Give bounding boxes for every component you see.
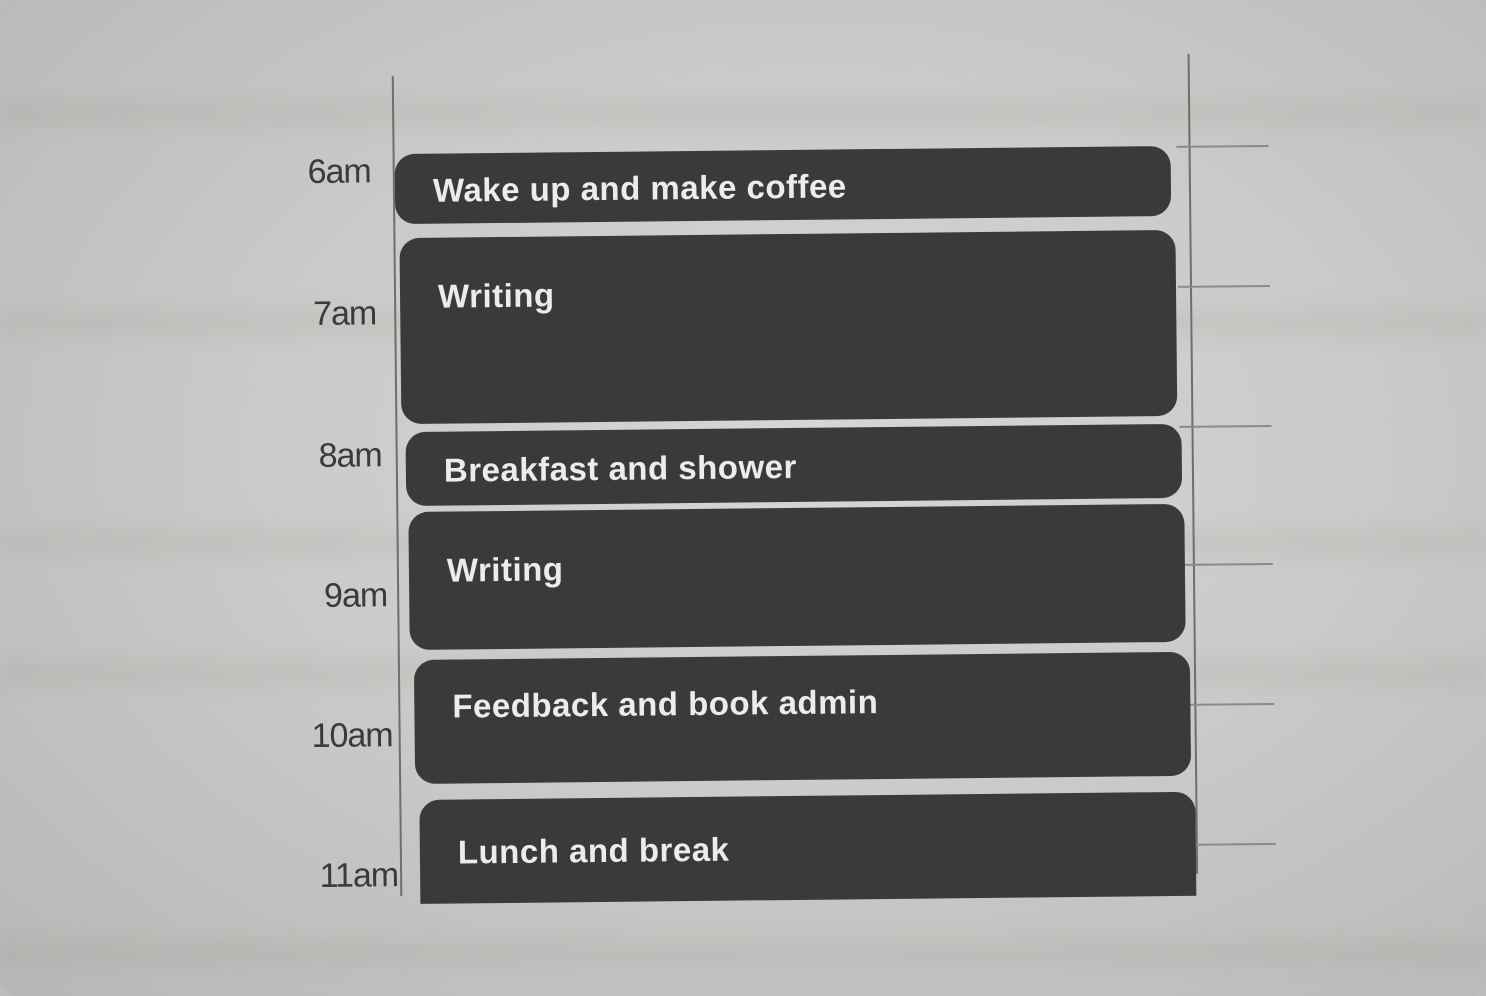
show-through-text	[0, 90, 1486, 136]
schedule-block-label: Breakfast and shower	[443, 447, 798, 489]
schedule-block: Breakfast and shower	[405, 423, 1183, 507]
schedule-block: Feedback and book admin	[413, 651, 1192, 784]
hour-tick	[1180, 562, 1273, 566]
time-label-6am: 6am	[307, 152, 371, 192]
schedule-block: Writing	[399, 229, 1178, 425]
hour-tick	[1183, 842, 1276, 846]
time-label-7am: 7am	[312, 294, 377, 333]
schedule-block-label: Writing	[437, 276, 555, 315]
hour-tick	[1176, 144, 1269, 148]
schedule-block-label: Wake up and make coffee	[432, 167, 847, 209]
hour-tick	[1182, 702, 1275, 706]
schedule-block-label: Writing	[446, 550, 564, 589]
schedule-block-label: Lunch and break	[457, 830, 730, 871]
time-label-9am: 9am	[323, 576, 388, 615]
show-through-text	[0, 930, 1486, 976]
time-label-8am: 8am	[318, 436, 382, 475]
time-label-10am: 10am	[311, 716, 393, 756]
schedule-block-label: Feedback and book admin	[452, 683, 879, 725]
schedule-block: Writing	[408, 503, 1186, 650]
time-label-11am: 11am	[319, 856, 399, 895]
schedule-block: Wake up and make coffee	[394, 145, 1172, 225]
hour-tick	[1177, 284, 1271, 288]
schedule-block: Lunch and break	[419, 791, 1197, 904]
hour-tick	[1179, 424, 1272, 428]
